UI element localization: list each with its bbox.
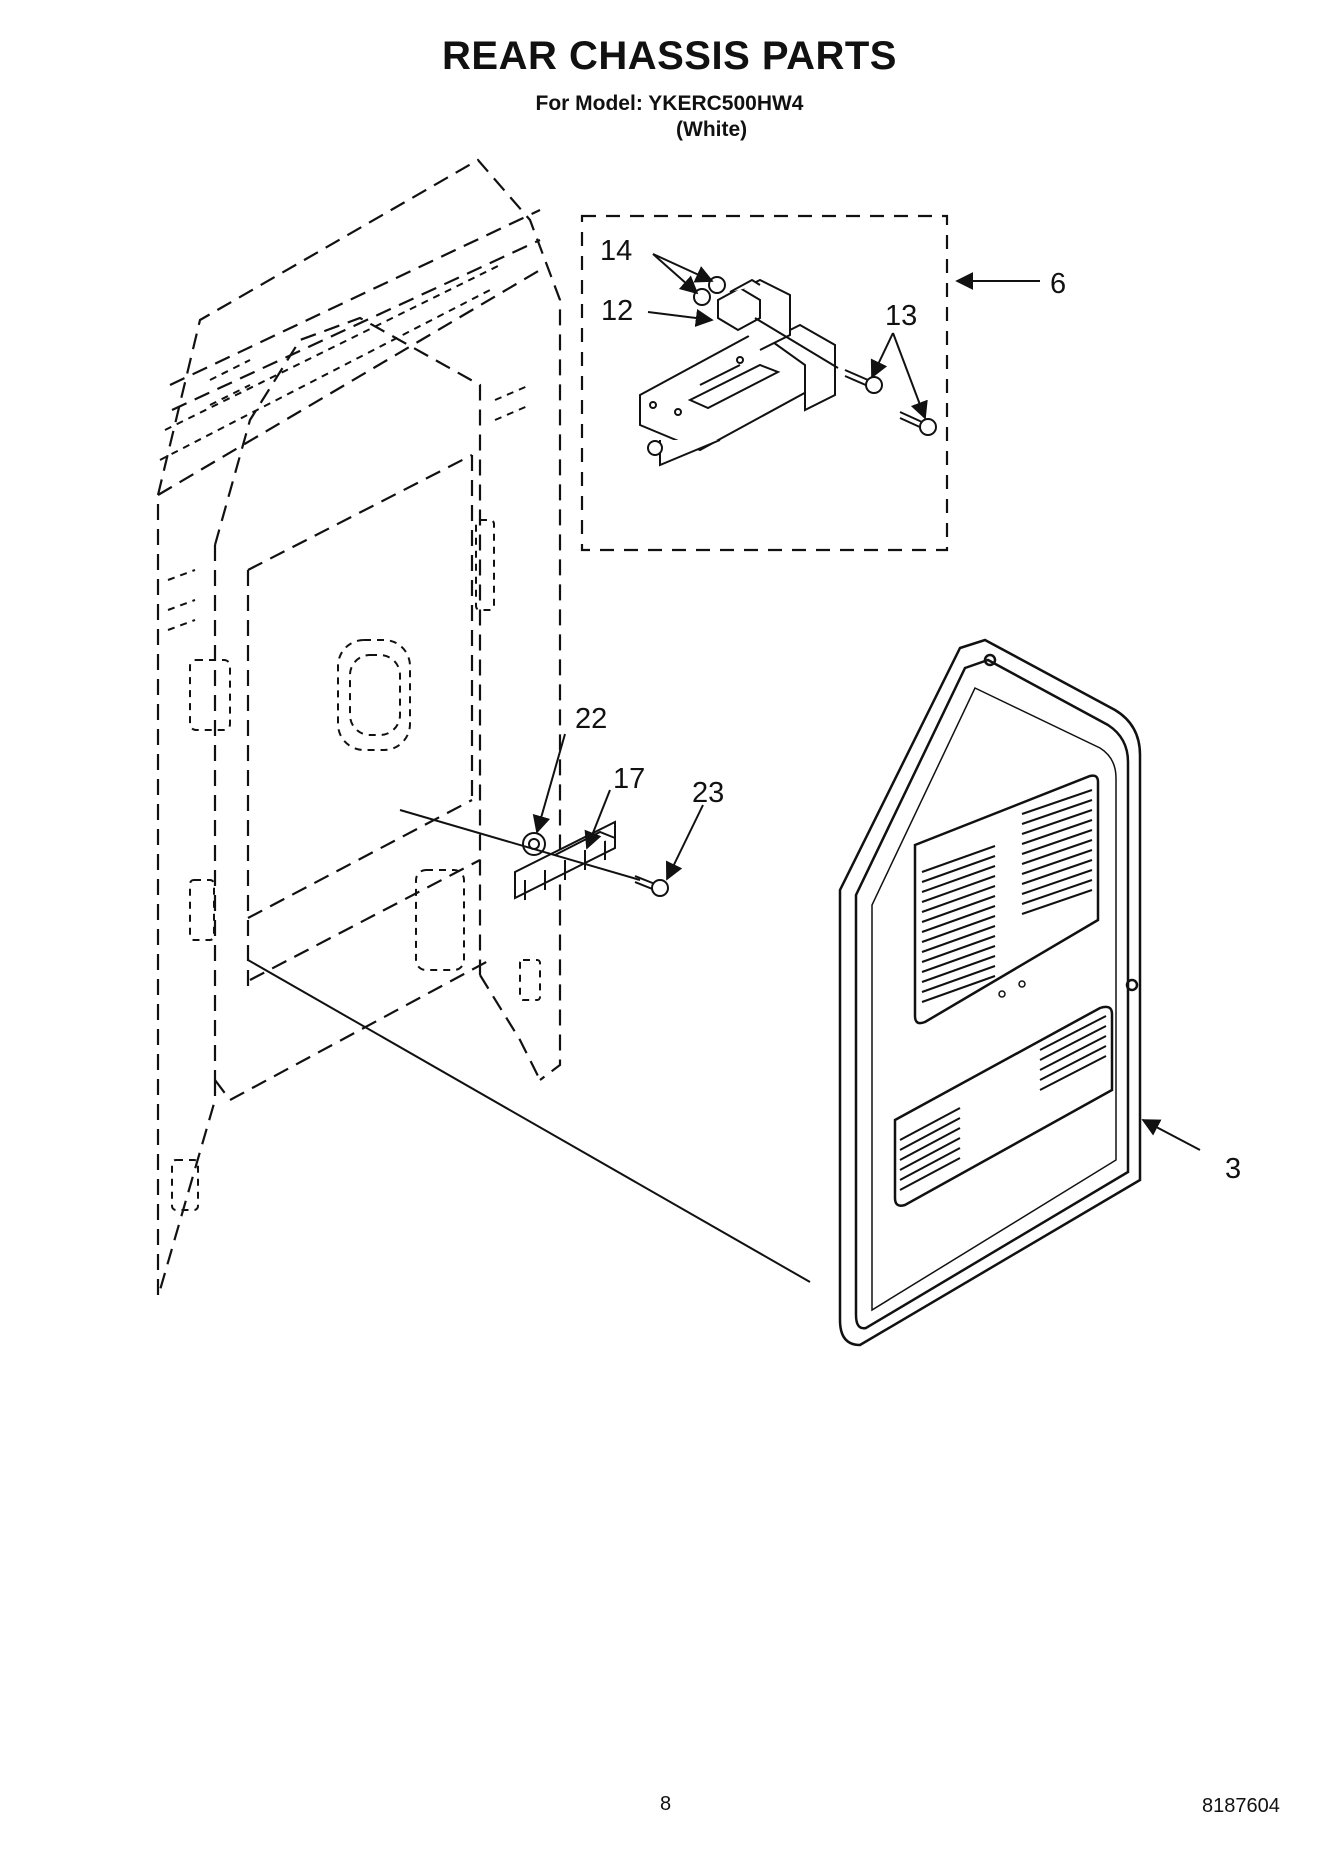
callout-14: 14 [600, 235, 632, 267]
callout-arrows [532, 253, 1201, 1151]
bracket-assembly [639, 278, 836, 467]
callout-6: 6 [1050, 268, 1066, 300]
callout-22: 22 [575, 703, 607, 735]
rear-panel-3 [838, 638, 1142, 1347]
callout-12: 12 [601, 295, 633, 327]
callout-13: 13 [885, 300, 917, 332]
chassis-details [159, 264, 541, 1211]
panel-holes [998, 980, 1026, 998]
callout-3: 3 [1225, 1153, 1241, 1185]
range-chassis-outline [156, 158, 562, 1295]
screw-13 [844, 369, 937, 436]
page-title: REAR CHASSIS PARTS [442, 34, 897, 78]
washer-22 [522, 832, 546, 856]
screw-23 [634, 875, 669, 897]
panel-alignment-line [247, 959, 811, 1283]
assembly-6-box [580, 214, 949, 552]
panel-vent-lower [899, 1015, 1107, 1191]
panel-vent-upper [921, 789, 1093, 1003]
document-number: 8187604 [1202, 1795, 1280, 1817]
page-number: 8 [660, 1793, 672, 1815]
assembly-leader-line [754, 317, 839, 369]
terminal-block-12 [717, 278, 761, 332]
callout-17: 17 [613, 763, 645, 795]
callout-23: 23 [692, 777, 724, 809]
color-line: (White) [676, 118, 748, 141]
model-line: For Model: YKERC500HW4 [535, 92, 804, 115]
strip-leader-line [399, 809, 641, 881]
